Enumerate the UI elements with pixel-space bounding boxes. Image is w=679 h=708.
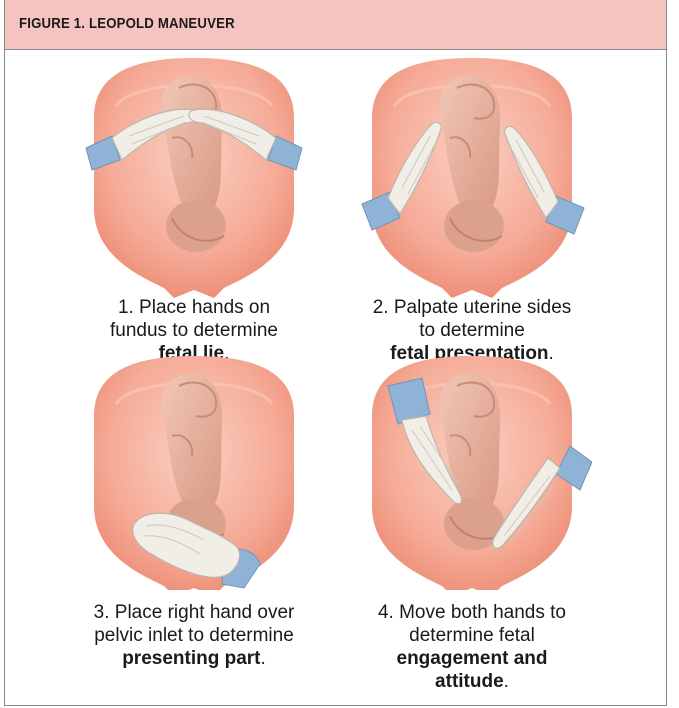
step-3-illustration xyxy=(92,354,296,590)
step-3-line1: 3. Place right hand over xyxy=(93,602,295,623)
step-1-panel xyxy=(44,58,344,298)
step-2-panel xyxy=(322,58,622,298)
step-2-line1: 2. Palpate uterine sides xyxy=(372,297,572,318)
step-1-line1: 1. Place hands on xyxy=(117,297,271,318)
step-3-line2: pelvic inlet to determine xyxy=(94,625,294,646)
step-1-caption: 1. Place hands on fundus to determine fe… xyxy=(44,296,344,365)
step-4-illustration xyxy=(370,354,592,590)
fetus-figure xyxy=(438,372,505,551)
right-glove-hand-icon xyxy=(188,108,303,171)
right-glove-hand-icon xyxy=(504,125,585,235)
left-glove-hand-icon xyxy=(361,121,442,231)
step-3-panel xyxy=(44,350,344,590)
step-3-caption: 3. Place right hand over pelvic inlet to… xyxy=(44,601,344,670)
right-glove-hand-icon xyxy=(132,512,261,589)
step-4-emphasis: engagement and xyxy=(396,648,548,669)
step-4-emphasis2: attitude xyxy=(435,671,504,692)
step-1-line2: fundus to determine xyxy=(110,320,278,341)
left-glove-hand-icon xyxy=(85,108,200,171)
step-4-line2: determine fetal xyxy=(409,625,535,646)
figure-title: FIGURE 1. LEOPOLD MANEUVER xyxy=(19,15,235,32)
step-2-tail: . xyxy=(548,343,554,364)
right-glove-hand-icon xyxy=(492,445,592,550)
left-glove-hand-icon xyxy=(387,377,463,505)
step-4-tail: . xyxy=(503,671,509,692)
figure-header: FIGURE 1. LEOPOLD MANEUVER xyxy=(5,0,666,50)
step-2-illustration xyxy=(361,58,585,298)
fetus-figure xyxy=(438,74,505,253)
step-1-tail: . xyxy=(224,343,230,364)
step-3-tail: . xyxy=(260,648,266,669)
fetus-figure xyxy=(160,74,227,253)
step-1-illustration xyxy=(85,58,303,298)
step-3-emphasis: presenting part xyxy=(122,648,261,669)
step-4-caption: 4. Move both hands to determine fetal en… xyxy=(322,601,622,693)
step-2-line2: to determine xyxy=(419,320,525,341)
step-4-panel xyxy=(322,350,622,590)
step-4-line1: 4. Move both hands to xyxy=(377,602,566,623)
